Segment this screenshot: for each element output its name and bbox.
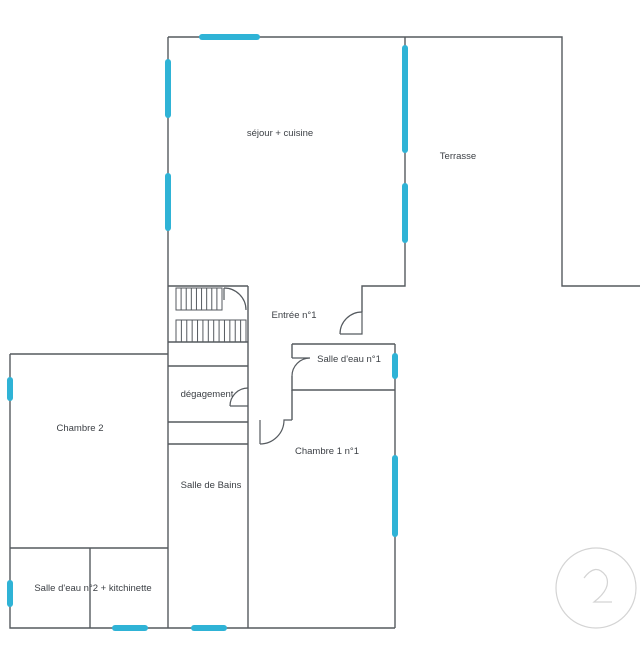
room-label-salle-bains: Salle de Bains (181, 480, 242, 491)
room-label-chambre2: Chambre 2 (57, 423, 104, 434)
room-label-chambre1: Chambre 1 n°1 (295, 446, 359, 457)
bottom-outer-wall (9, 354, 395, 629)
room-label-sejour: séjour + cuisine (247, 128, 313, 139)
room-labels: séjour + cuisine Terrasse Entrée n°1 Sal… (34, 128, 476, 594)
room-label-salle-eau-1: Salle d'eau n°1 (317, 354, 381, 365)
room-label-degagement: dégagement (181, 389, 234, 400)
windows (7, 34, 408, 631)
salle-eau1-bottom-wall (291, 376, 395, 391)
terrace-outline (168, 36, 640, 287)
room-label-entree: Entrée n°1 (272, 310, 317, 321)
staircase-icon (175, 287, 247, 343)
room-label-salle-eau-2: Salle d'eau n°2 + kitchinette (34, 583, 151, 594)
watermark-logo-icon (555, 547, 637, 629)
walls (9, 36, 640, 629)
sejour-right-wall (361, 37, 406, 312)
door-swing-icon (223, 287, 363, 445)
room-label-terrasse: Terrasse (440, 151, 476, 162)
